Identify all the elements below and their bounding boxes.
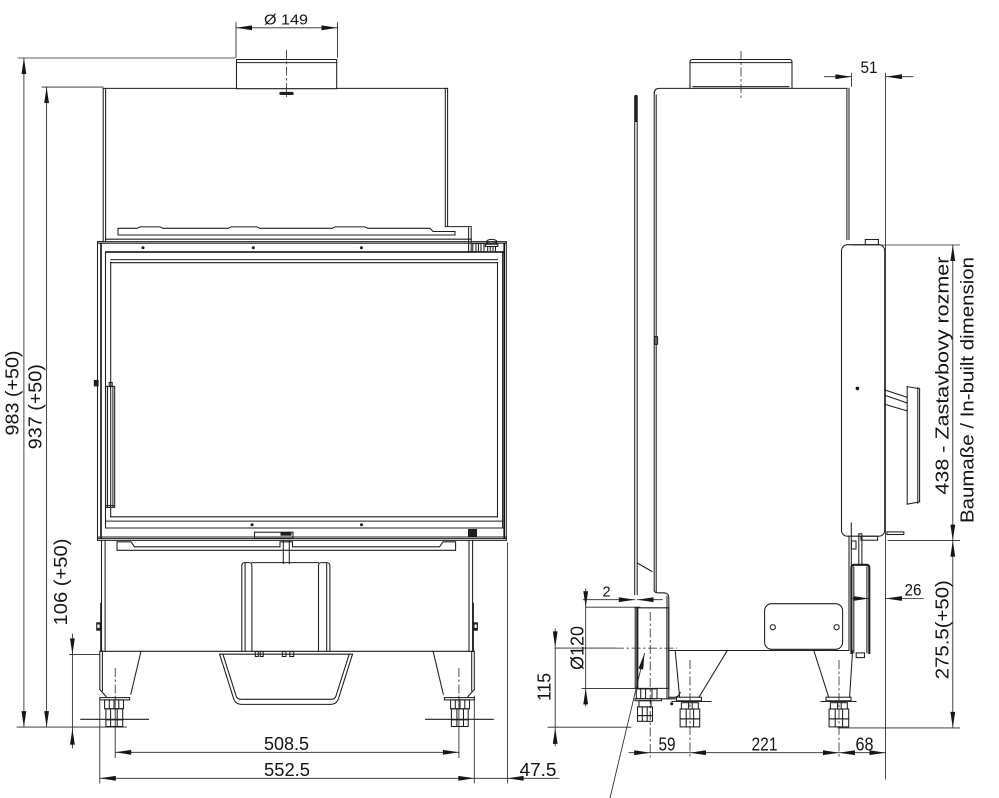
svg-text:275.5(+50): 275.5(+50) [932, 580, 952, 679]
svg-text:115: 115 [535, 673, 555, 701]
svg-text:438 - Zastavbovy rozmer: 438 - Zastavbovy rozmer [932, 257, 952, 495]
svg-text:2: 2 [602, 585, 610, 601]
svg-text:Ø 149: Ø 149 [264, 12, 308, 29]
svg-text:26: 26 [905, 580, 922, 599]
svg-text:68: 68 [856, 734, 874, 754]
svg-text:Baumaße / In-built dimension: Baumaße / In-built dimension [958, 257, 978, 523]
svg-text:51: 51 [861, 58, 878, 77]
svg-text:983 (+50): 983 (+50) [3, 351, 23, 436]
svg-text:552.5: 552.5 [264, 760, 310, 780]
svg-text:106 (+50): 106 (+50) [51, 539, 71, 626]
svg-text:508.5: 508.5 [264, 734, 309, 754]
svg-text:47.5: 47.5 [520, 760, 557, 780]
svg-text:221: 221 [752, 734, 778, 754]
svg-text:937 (+50): 937 (+50) [26, 364, 46, 449]
svg-text:59: 59 [659, 734, 676, 754]
